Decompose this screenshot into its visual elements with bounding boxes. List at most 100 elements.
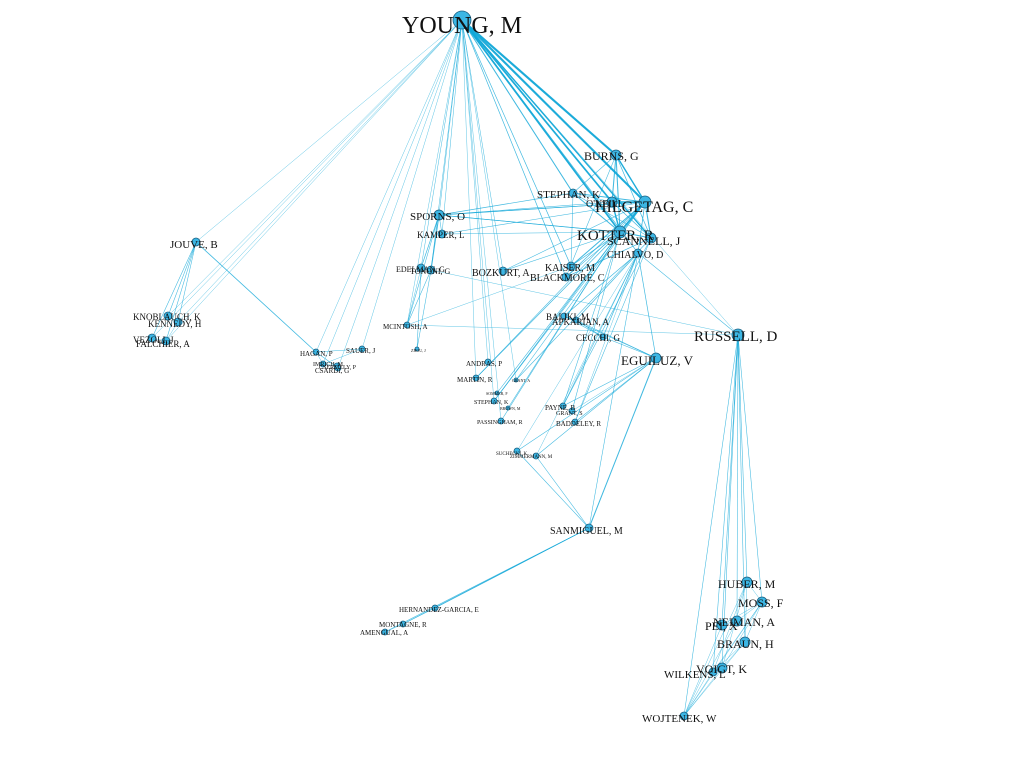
edge-jouve-vezoli xyxy=(151,241,197,339)
edge-mcintosh-russell xyxy=(406,324,739,336)
node-passingham[interactable] xyxy=(497,417,505,425)
edge-eguiluz-apkarian xyxy=(575,319,657,359)
node-montagne[interactable] xyxy=(399,620,407,628)
node-zimmermann[interactable] xyxy=(532,452,540,460)
node-label-montagne: MONTAGNE, R xyxy=(379,621,427,629)
node-young[interactable] xyxy=(452,10,472,30)
node-zhou[interactable] xyxy=(414,346,420,352)
node-tononi[interactable] xyxy=(426,265,436,275)
node-voigt[interactable] xyxy=(716,662,728,674)
edge-tononi-mcintosh xyxy=(406,269,432,326)
node-martin[interactable] xyxy=(472,374,480,382)
node-kotter[interactable] xyxy=(613,225,627,239)
node-burns[interactable] xyxy=(610,149,622,161)
node-label-knoblauch: KNOBLAUCH, K xyxy=(133,312,201,322)
node-grant[interactable] xyxy=(513,377,519,383)
node-pei[interactable] xyxy=(716,619,728,631)
node-stephan_e[interactable] xyxy=(490,397,498,405)
node-suchecki[interactable] xyxy=(513,447,521,455)
node-knoblauch[interactable] xyxy=(163,311,173,321)
node-eguiluz[interactable] xyxy=(650,352,662,364)
node-amengual[interactable] xyxy=(381,628,389,636)
node-moss[interactable] xyxy=(756,596,768,608)
node-cecchi[interactable] xyxy=(599,333,607,341)
node-label-csermely: CSERMELY, P xyxy=(319,365,357,371)
edge-young-imrich xyxy=(322,19,463,365)
edge-young-grant xyxy=(461,19,517,381)
edge-edelman-zhou xyxy=(416,267,422,350)
node-edelman[interactable] xyxy=(416,263,426,273)
node-mcintosh[interactable] xyxy=(403,321,411,329)
node-label-neiman: NEIMAN, A xyxy=(713,615,775,629)
node-blackmore[interactable] xyxy=(561,272,571,282)
edge-tononi-zhou xyxy=(416,269,432,350)
node-apkarian[interactable] xyxy=(572,316,580,324)
edge-burns-oneill xyxy=(611,154,617,203)
edge-burns-young xyxy=(461,19,617,156)
edge-cecchi-apkarian xyxy=(575,319,604,338)
edge-jouve-falchier xyxy=(165,241,197,342)
node-vezoli[interactable] xyxy=(147,333,157,343)
node-label-vezoli: VEZOLI, J xyxy=(133,335,174,345)
node-label-amengual: AMENGUAL, A xyxy=(360,629,408,637)
node-hilgetag[interactable] xyxy=(638,195,652,209)
edge-kaiser-mcintosh xyxy=(406,265,572,326)
edge-chialvo-baliki xyxy=(563,252,639,317)
edge-young-blackmore xyxy=(461,19,567,278)
node-braun[interactable] xyxy=(739,636,751,648)
node-imrich[interactable] xyxy=(319,360,327,368)
node-sauer[interactable] xyxy=(358,345,366,353)
edge-voigt-wojtenek xyxy=(683,667,723,717)
node-label-baliki: BALIKI, M xyxy=(546,312,589,322)
node-baddeley[interactable] xyxy=(571,418,579,426)
node-stephan_k[interactable] xyxy=(568,188,578,198)
node-label-mcintosh: MCINTOSH, A xyxy=(383,323,428,331)
node-label-edelman: EDELMAN, G xyxy=(396,265,445,274)
node-label-hilgetag: HILGETAG, C xyxy=(595,199,693,216)
node-scannell[interactable] xyxy=(645,232,657,244)
edge-young-edelman xyxy=(420,19,463,269)
edge-eguiluz-payne xyxy=(562,357,657,407)
edge-russell-moss xyxy=(737,334,763,603)
node-grant_s[interactable] xyxy=(568,407,576,415)
node-bozkurt[interactable] xyxy=(498,266,508,276)
node-neiman[interactable] xyxy=(731,615,743,627)
edge-kotter-stephan_k xyxy=(572,192,621,233)
node-falchier[interactable] xyxy=(161,336,171,346)
node-brown[interactable] xyxy=(505,405,511,411)
node-kamper[interactable] xyxy=(437,229,447,239)
edge-chialvo-suchecki xyxy=(516,252,639,452)
edge-chialvo-hilgetag xyxy=(637,201,646,254)
edge-scannell-payne xyxy=(562,237,652,407)
node-wilkens[interactable] xyxy=(708,667,718,677)
node-huber[interactable] xyxy=(741,576,753,588)
node-label-tononi: TONONI, G xyxy=(410,267,451,276)
node-baliki[interactable] xyxy=(560,312,568,320)
node-kennedy[interactable] xyxy=(173,317,183,327)
node-payne[interactable] xyxy=(559,402,567,410)
node-label-wilkens: WILKENS, L xyxy=(664,669,726,681)
node-hagan[interactable] xyxy=(312,348,320,356)
edge-moss-braun xyxy=(744,601,763,643)
edge-sanmiguel-suchecki xyxy=(516,450,590,529)
node-sanmiguel[interactable] xyxy=(584,523,594,533)
node-label-sommer: SOMMER, F xyxy=(486,391,508,397)
node-sommer[interactable] xyxy=(494,390,500,396)
node-wojtenek[interactable] xyxy=(679,711,689,721)
node-kaiser[interactable] xyxy=(566,261,576,271)
node-csardi[interactable] xyxy=(334,364,342,372)
edge-young-passingham xyxy=(461,19,502,422)
edge-sanmiguel-amengual xyxy=(384,527,590,633)
edge-hilgetag-kotter xyxy=(619,201,646,233)
node-russell[interactable] xyxy=(731,328,745,342)
node-oneill[interactable] xyxy=(606,196,618,208)
node-sporns[interactable] xyxy=(433,209,445,221)
node-hernandez[interactable] xyxy=(431,604,439,612)
node-jouve[interactable] xyxy=(191,237,201,247)
node-andras[interactable] xyxy=(484,358,492,366)
node-label-huber: HUBER, M xyxy=(718,577,776,591)
node-chialvo[interactable] xyxy=(633,248,643,258)
node-label-martin: MARTIN, R xyxy=(457,376,493,384)
edge-scannell-oneill xyxy=(611,201,652,239)
edge-russell-neiman xyxy=(736,334,739,622)
